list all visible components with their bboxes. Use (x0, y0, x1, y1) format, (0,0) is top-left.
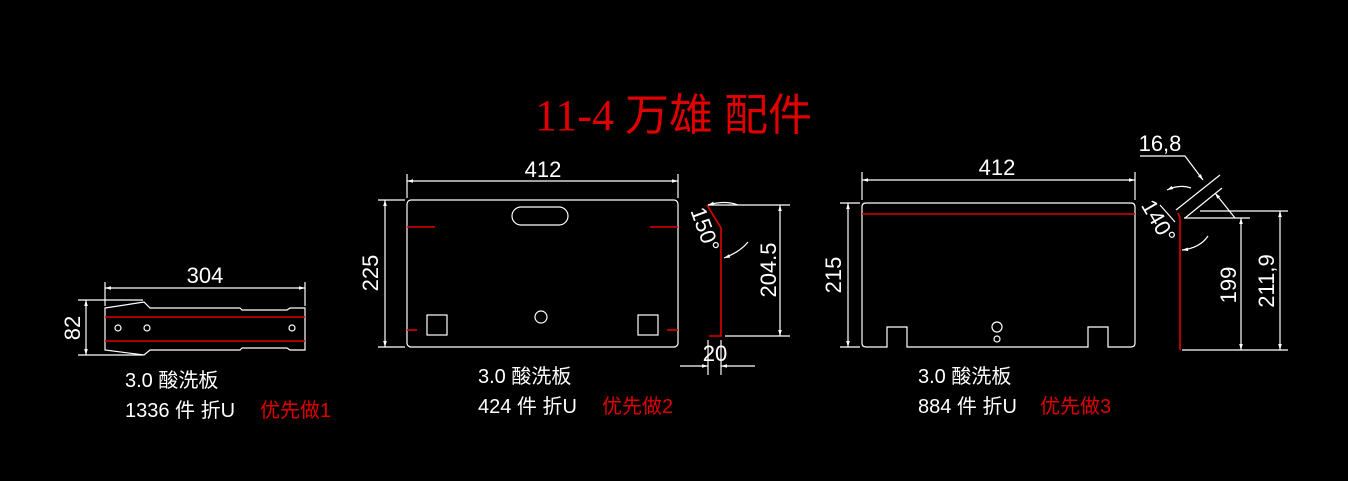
part-2-quantity: 424 件 折U (478, 395, 577, 418)
hole (143, 324, 151, 332)
part-3-material: 3.0 酸洗板 (918, 365, 1011, 388)
dim-width: 412 (979, 155, 1016, 180)
dim-flange: 20 (703, 341, 727, 366)
side-profile (706, 204, 722, 337)
part-3-quantity: 884 件 折U (918, 395, 1017, 418)
drawing-title: 11-4 万雄 配件 (535, 91, 812, 140)
dim-width: 304 (187, 263, 224, 288)
hole (991, 321, 1003, 333)
dim-angle: 150° (686, 204, 725, 255)
part-1-quantity: 1336 件 折U (125, 399, 235, 422)
dim-outer-height: 211,9 (1254, 254, 1279, 307)
hole (993, 335, 1001, 343)
part-3-drawing: 412 215 16,8 140° 199 211,9 (821, 131, 1288, 351)
dim-height: 215 (821, 257, 846, 294)
part-1-priority: 优先做1 (260, 399, 331, 422)
handle-slot (511, 206, 569, 226)
hole (534, 310, 548, 324)
dim-width: 412 (525, 157, 562, 182)
hole (288, 324, 296, 332)
part-1-material: 3.0 酸洗板 (125, 369, 218, 392)
hole (114, 324, 122, 332)
part-3-priority: 优先做3 (1040, 395, 1111, 418)
part-3-outline (861, 202, 1136, 348)
square-cutout (426, 314, 448, 336)
part-2-outline (406, 199, 679, 348)
part-2-drawing: 412 225 204.5 150° 20 (358, 157, 790, 375)
part-1-outline (104, 301, 306, 356)
dim-flange: 16,8 (1139, 131, 1182, 156)
square-cutout (637, 314, 659, 336)
dim-height: 225 (358, 255, 383, 292)
part-2-priority: 优先做2 (602, 395, 673, 418)
dim-inner-height: 199 (1216, 267, 1241, 304)
dim-height: 82 (60, 316, 85, 340)
part-2-material: 3.0 酸洗板 (478, 365, 571, 388)
side-profile (1177, 212, 1181, 350)
dim-angle: 140° (1136, 195, 1180, 247)
part-1-drawing: 304 82 (60, 263, 306, 356)
dim-side-height: 204.5 (756, 242, 781, 297)
